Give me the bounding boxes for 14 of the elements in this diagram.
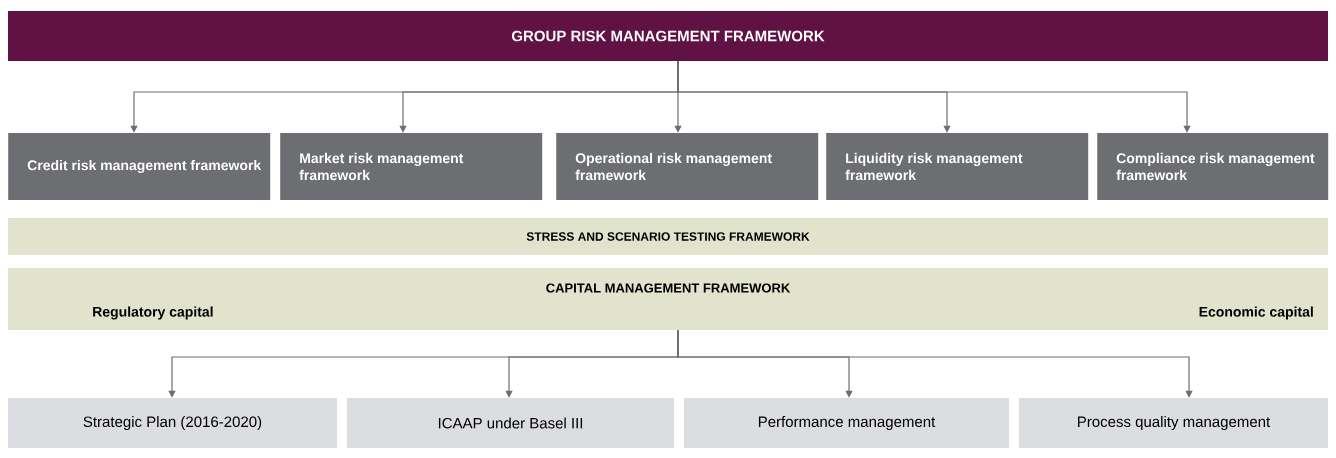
arrow — [677, 60, 1191, 133]
title-bar: GROUP RISK MANAGEMENT FRAMEWORK — [8, 11, 1328, 61]
outcome-box: Performance management — [684, 398, 1009, 448]
framework-box: Compliance risk management framework — [1097, 133, 1329, 200]
framework-box: Operational risk management framework — [556, 133, 819, 200]
framework-band: CAPITAL MANAGEMENT FRAMEWORK Regulatory capital Economic capital — [8, 268, 1328, 330]
arrow — [677, 329, 1193, 398]
outcome-box: ICAAP under Basel III — [347, 398, 674, 448]
framework-box: Credit risk management framework — [8, 133, 271, 200]
framework-box: Market risk management framework — [280, 133, 543, 200]
outcome-box: Strategic Plan (2016-2020) — [8, 398, 337, 448]
framework-band: STRESS AND SCENARIO TESTING FRAMEWORK — [8, 218, 1328, 255]
framework-box: Liquidity risk management framework — [826, 133, 1089, 200]
outcome-box: Process quality management — [1019, 398, 1328, 448]
